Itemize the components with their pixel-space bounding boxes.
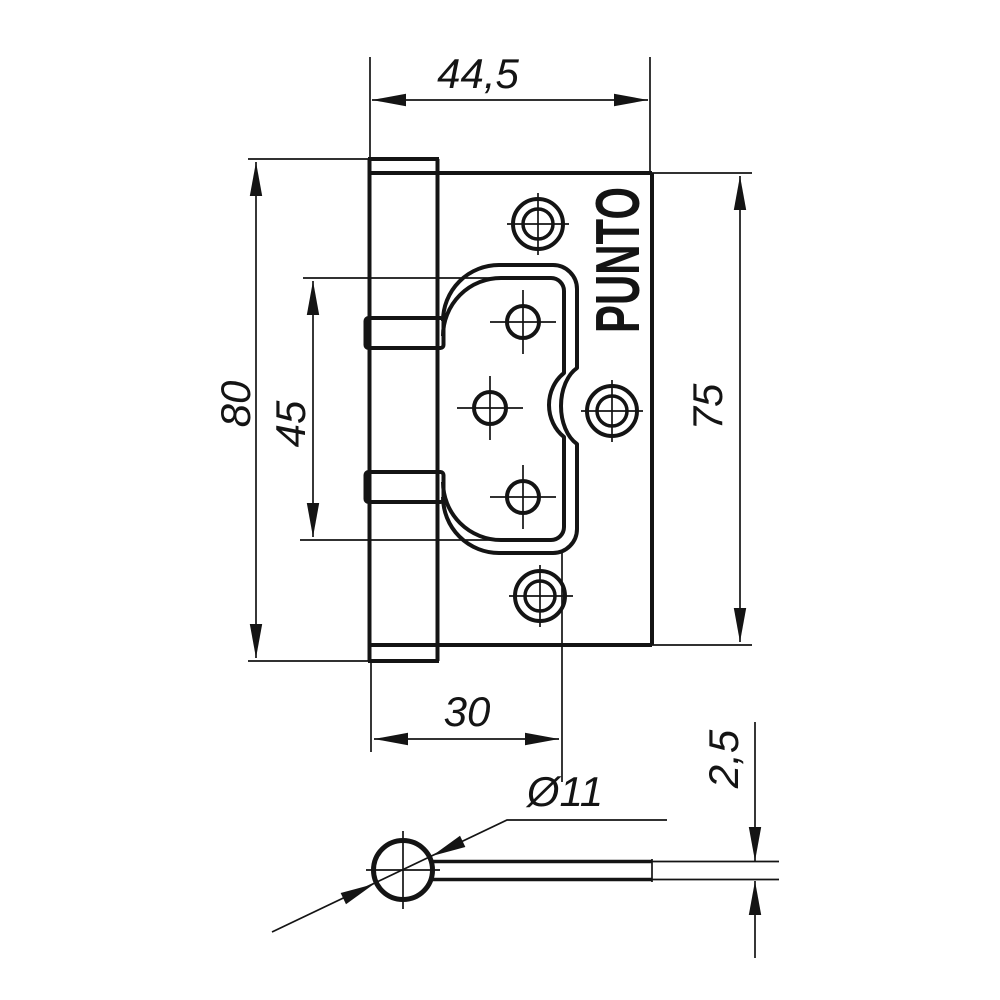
pilot-hole-upper [490, 290, 556, 354]
dim-relief-height-label: 45 [267, 400, 314, 447]
hinge-barrel [367, 157, 440, 663]
brand-label: PUNTO [584, 187, 653, 333]
dim-barrel-diameter: Ø11 [271, 768, 667, 933]
stamped-relief-contour [441, 263, 579, 555]
pilot-hole-middle [457, 376, 523, 440]
dim-top-width-label: 44,5 [437, 50, 519, 97]
front-view: PUNTO [363, 157, 654, 663]
dim-overall-height-label: 80 [212, 380, 259, 427]
dim-relief-height: 45 [267, 277, 505, 541]
dim-bottom-offset-label: 30 [444, 688, 491, 735]
dim-plate-height: 75 [652, 172, 752, 646]
dim-plate-thickness-label: 2,5 [700, 729, 747, 789]
upper-knuckle [363, 316, 446, 350]
side-view [366, 831, 653, 909]
pilot-hole-lower [490, 465, 556, 529]
leaf-side-profile [431, 859, 653, 882]
dim-top-width: 44,5 [369, 50, 651, 172]
countersunk-hole-top [507, 193, 569, 255]
dim-plate-height-label: 75 [684, 383, 731, 430]
dim-plate-thickness: 2,5 [652, 722, 779, 958]
dimensions: 44,5 80 45 75 [212, 50, 779, 958]
countersunk-hole-bottom [509, 565, 573, 627]
countersunk-hole-right [581, 380, 643, 442]
dim-overall-height: 80 [212, 158, 369, 662]
dim-barrel-diameter-label: Ø11 [525, 768, 603, 815]
lower-knuckle [363, 470, 446, 504]
dim-bottom-offset: 30 [370, 553, 563, 782]
hinge-plate-outline [369, 171, 654, 647]
